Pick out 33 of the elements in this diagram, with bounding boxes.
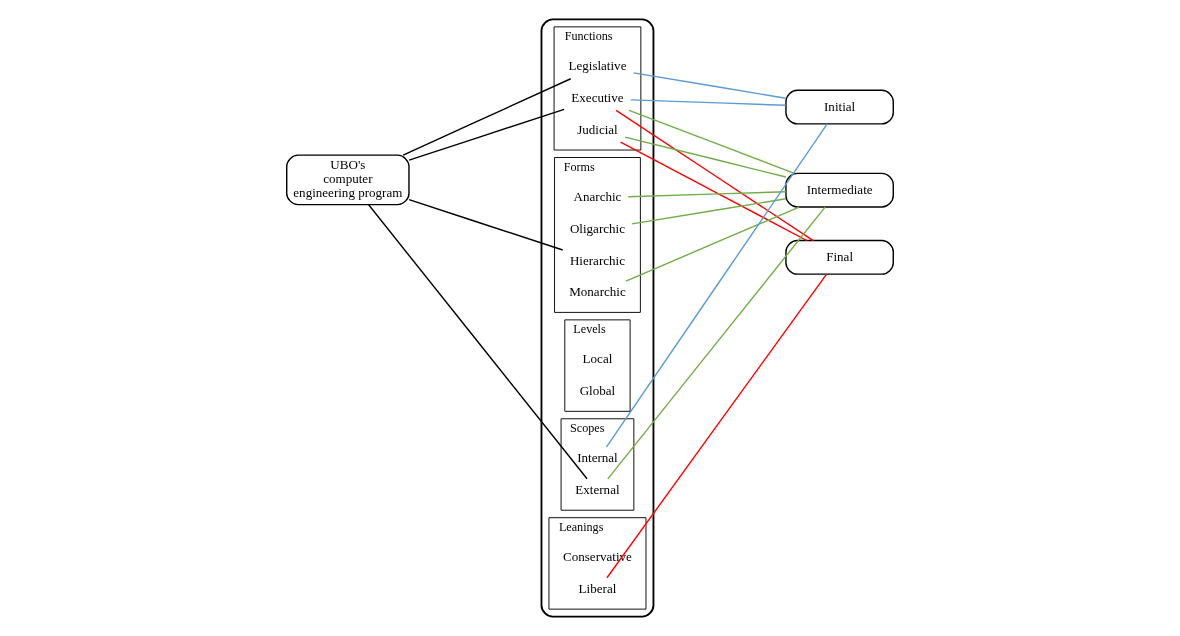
- node-text: Liberal: [578, 580, 617, 596]
- connector: [624, 136, 787, 178]
- node-text: Internal: [577, 450, 618, 466]
- node-text: External: [575, 482, 620, 498]
- node-box: Intermediate: [785, 172, 894, 208]
- connector: [615, 109, 814, 242]
- connector: [619, 141, 808, 242]
- connector: [627, 191, 787, 198]
- node-text: Global: [579, 383, 616, 399]
- node-text: Local: [582, 351, 613, 367]
- connector: [408, 108, 565, 161]
- node-box: Initial: [785, 89, 894, 125]
- node-text: Oligarchic: [569, 220, 625, 236]
- connector: [607, 206, 826, 480]
- connector: [606, 273, 828, 579]
- node-text: Judicial: [577, 121, 618, 137]
- connector: [630, 99, 787, 106]
- node-text: Executive: [571, 90, 624, 106]
- connector: [605, 123, 828, 448]
- connector: [632, 72, 787, 99]
- connector: [408, 198, 564, 251]
- connector: [631, 198, 787, 225]
- connector: [628, 109, 796, 174]
- node-box: UBO's computer engineering program: [286, 154, 410, 206]
- node-text: Hierarchic: [569, 252, 625, 268]
- node-text: Anarchic: [573, 189, 622, 205]
- cluster: [540, 18, 655, 618]
- node-box: Final: [785, 239, 894, 275]
- connector: [402, 78, 572, 156]
- node-text: Monarchic: [569, 284, 626, 300]
- connector: [367, 204, 588, 480]
- connector: [625, 206, 800, 282]
- node-text: Legislative: [568, 58, 627, 74]
